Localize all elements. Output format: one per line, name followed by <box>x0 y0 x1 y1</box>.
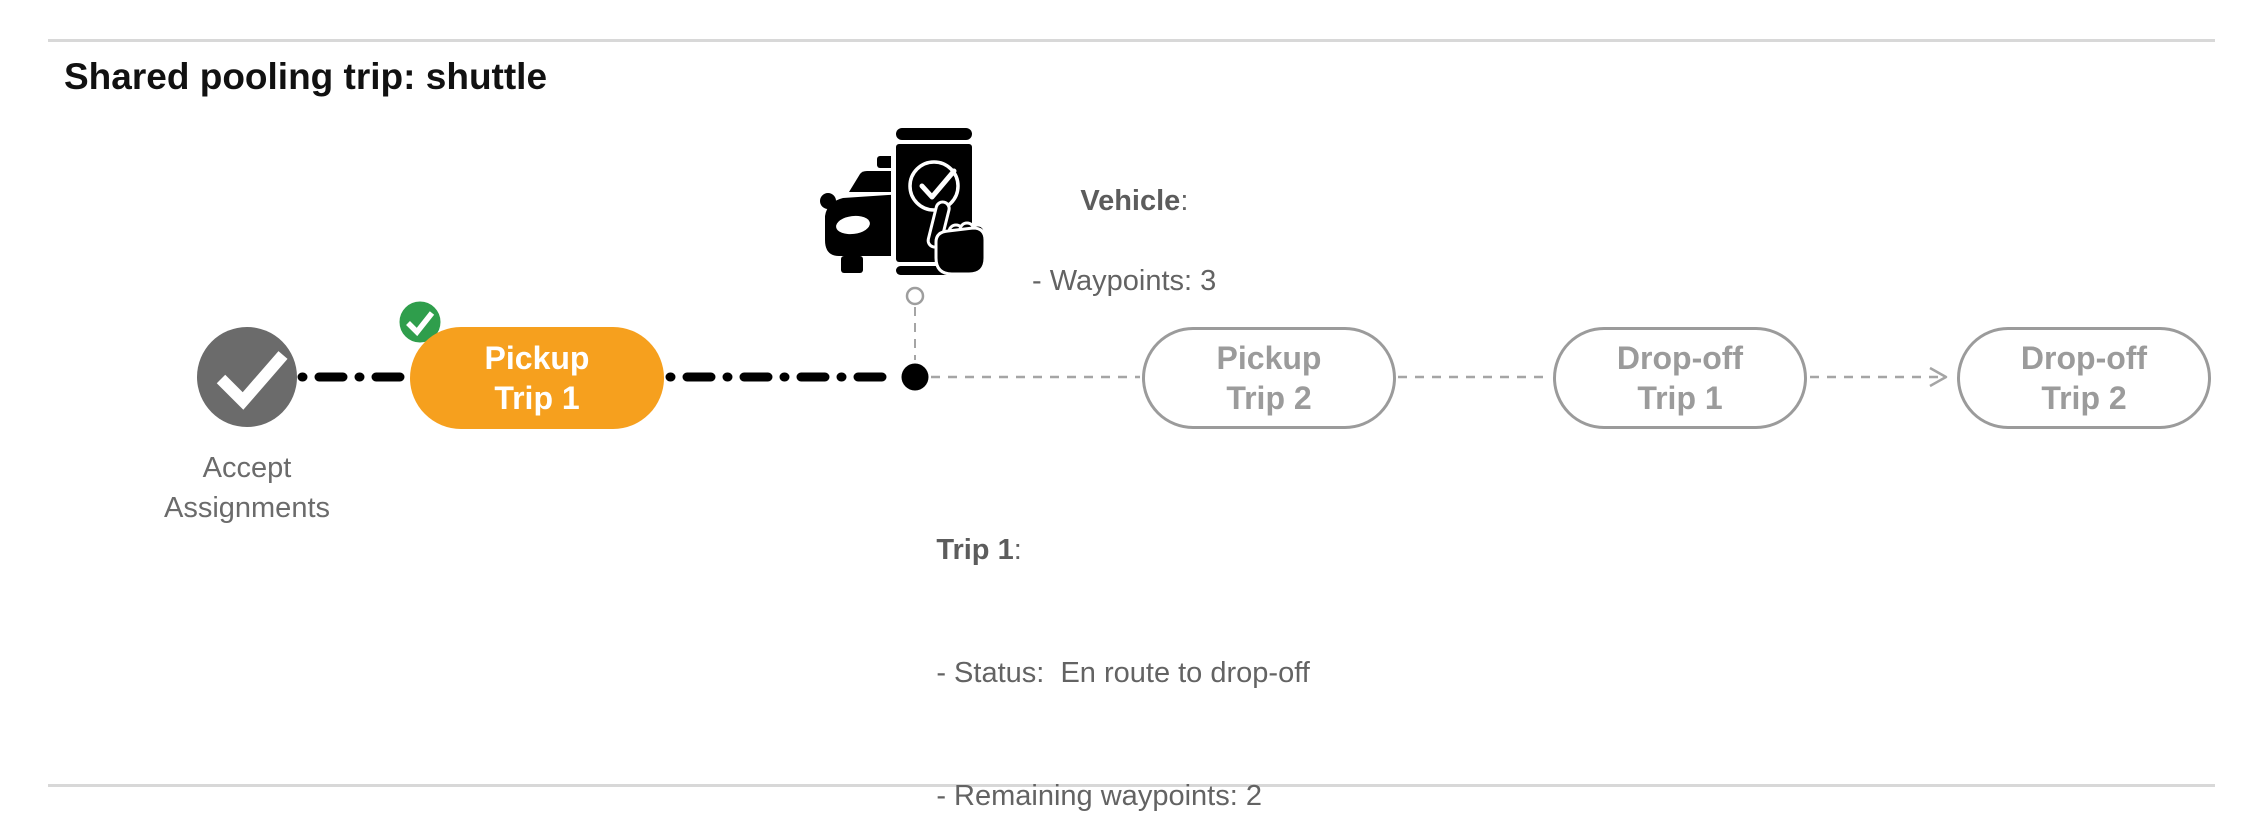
check-icon <box>216 351 288 410</box>
node-label-line2: Trip 1 <box>494 380 580 416</box>
vehicle-waypoints: - Waypoints: 3 <box>1032 265 1217 297</box>
vehicle-heading: Vehicle: <box>1080 185 1189 217</box>
node-label-line1: Pickup <box>1216 340 1322 376</box>
arrow-right-icon <box>1929 366 1948 388</box>
bottom-divider <box>48 784 2215 787</box>
trip-status-info: Trip 1: - Status: En route to drop-off -… <box>888 489 1310 825</box>
node-label-line1: Pickup <box>484 340 590 376</box>
node-dropoff-trip-2: Drop-off Trip 2 <box>1957 327 2211 429</box>
node-label-line1: Drop-off <box>2020 340 2148 376</box>
page-title: Shared pooling trip: shuttle <box>64 56 548 97</box>
check-badge-icon <box>396 298 444 346</box>
node-pickup-trip-2: Pickup Trip 2 <box>1142 327 1396 429</box>
car-phone-check-icon <box>820 124 987 276</box>
accept-circle <box>197 327 297 427</box>
node-label-line2: Trip 1 <box>1637 380 1723 416</box>
trip1-heading: Trip 1: <box>936 534 1022 566</box>
ring-marker-icon <box>905 286 925 306</box>
vehicle-info: Vehicle: - Waypoints: 3 <box>1032 141 1216 301</box>
accept-assignments-label: Accept Assignments <box>163 452 330 524</box>
node-label-line2: Trip 2 <box>1226 380 1312 416</box>
top-divider <box>48 39 2215 42</box>
node-label-line1: Drop-off <box>1616 340 1744 376</box>
trip1-status: - Status: En route to drop-off <box>936 657 1310 689</box>
dot-marker-icon <box>901 363 929 391</box>
node-dropoff-trip-1: Drop-off Trip 1 <box>1553 327 1807 429</box>
node-label-line2: Trip 2 <box>2041 380 2127 416</box>
node-pickup-trip-1: Pickup Trip 1 <box>410 327 664 429</box>
trip1-remaining-waypoints: - Remaining waypoints: 2 <box>936 780 1262 812</box>
accept-assignments-node <box>197 327 297 427</box>
